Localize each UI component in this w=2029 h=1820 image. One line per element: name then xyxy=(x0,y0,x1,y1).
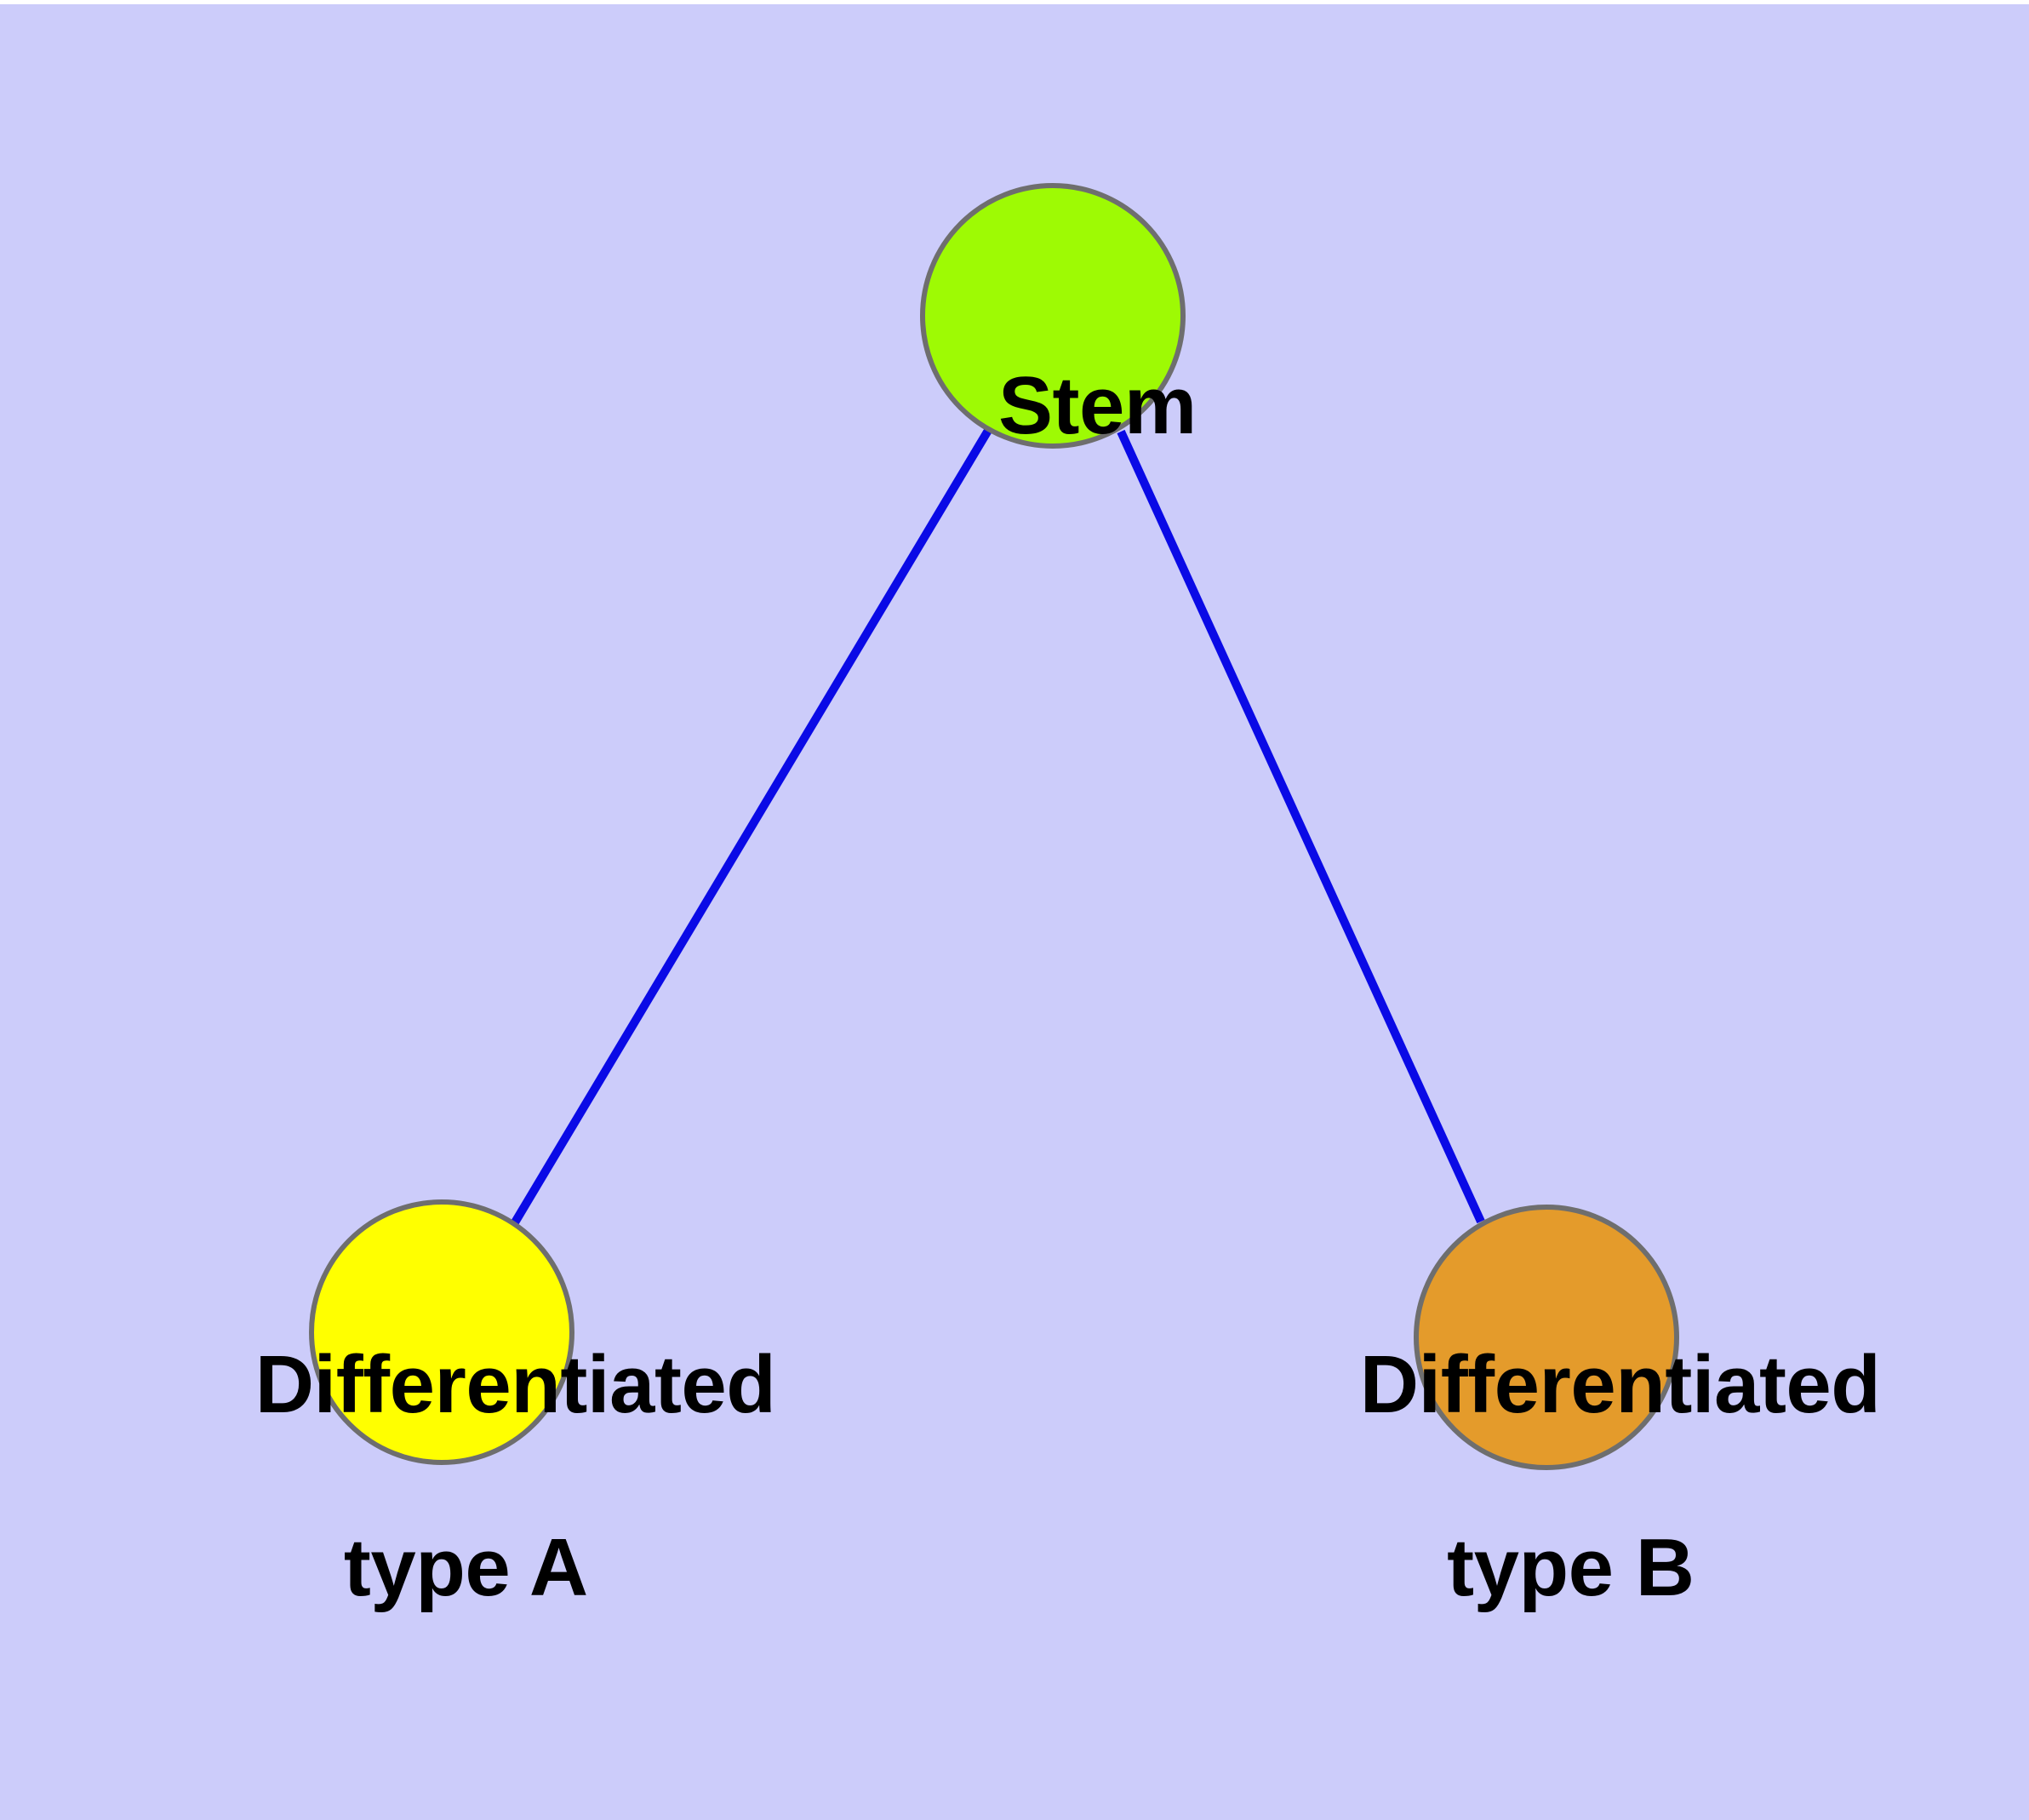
node-differentiated-type-a[interactable] xyxy=(309,1199,574,1465)
node-group xyxy=(309,183,1679,1470)
edge-stem-to-differentiated-type-b[interactable] xyxy=(1117,429,1485,1224)
edge-group xyxy=(511,426,1485,1225)
node-stem[interactable] xyxy=(920,183,1186,449)
node-differentiated-type-b[interactable] xyxy=(1414,1205,1679,1470)
edge-stem-to-differentiated-type-a[interactable] xyxy=(511,426,993,1225)
